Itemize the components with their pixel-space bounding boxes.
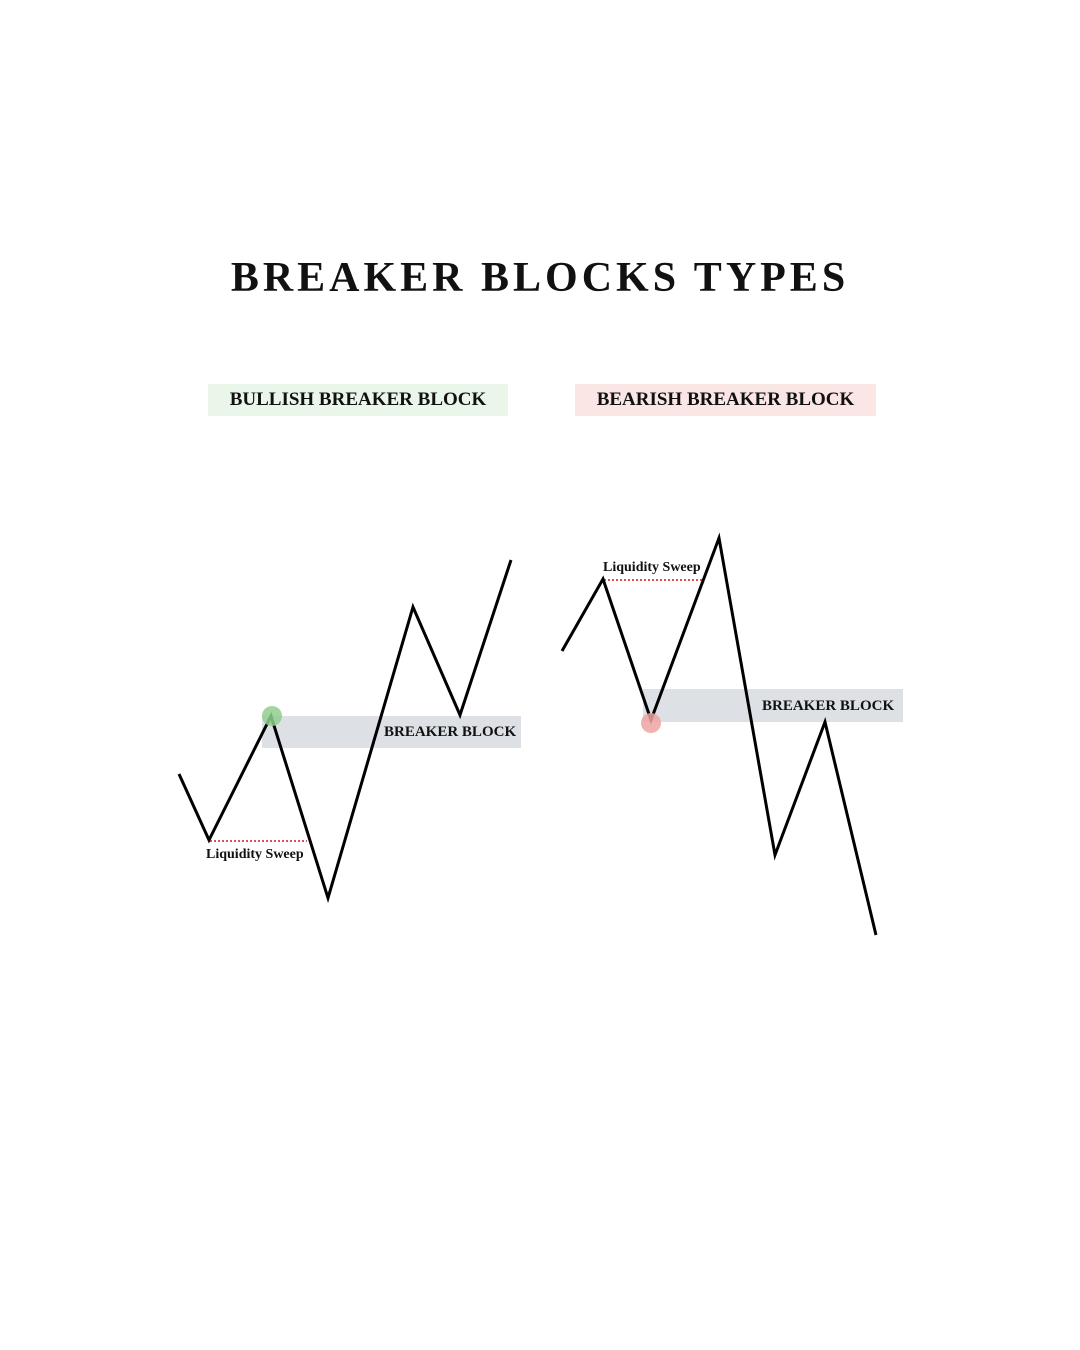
- page-title: BREAKER BLOCKS TYPES: [230, 255, 850, 301]
- bullish-diagram: BREAKER BLOCK Liquidity Sweep: [177, 559, 521, 904]
- bullish-breaker-zone: [262, 716, 521, 748]
- bullish-breaker-label: BREAKER BLOCK: [384, 724, 516, 740]
- bullish-sweep-label: Liquidity Sweep: [206, 847, 304, 862]
- bearish-retest-marker: [641, 713, 661, 733]
- bearish-sweep-label: Liquidity Sweep: [603, 560, 701, 575]
- bearish-breaker-zone: [643, 689, 903, 722]
- bearish-diagram: BREAKER BLOCK Liquidity Sweep: [560, 532, 903, 936]
- bearish-breaker-label: BREAKER BLOCK: [762, 698, 894, 714]
- bullish-retest-marker: [262, 706, 282, 726]
- bearish-heading-badge: BEARISH BREAKER BLOCK: [575, 384, 876, 416]
- bullish-heading-badge: BULLISH BREAKER BLOCK: [208, 384, 508, 416]
- bullish-price-path: [177, 559, 513, 904]
- bearish-price-path: [560, 532, 878, 936]
